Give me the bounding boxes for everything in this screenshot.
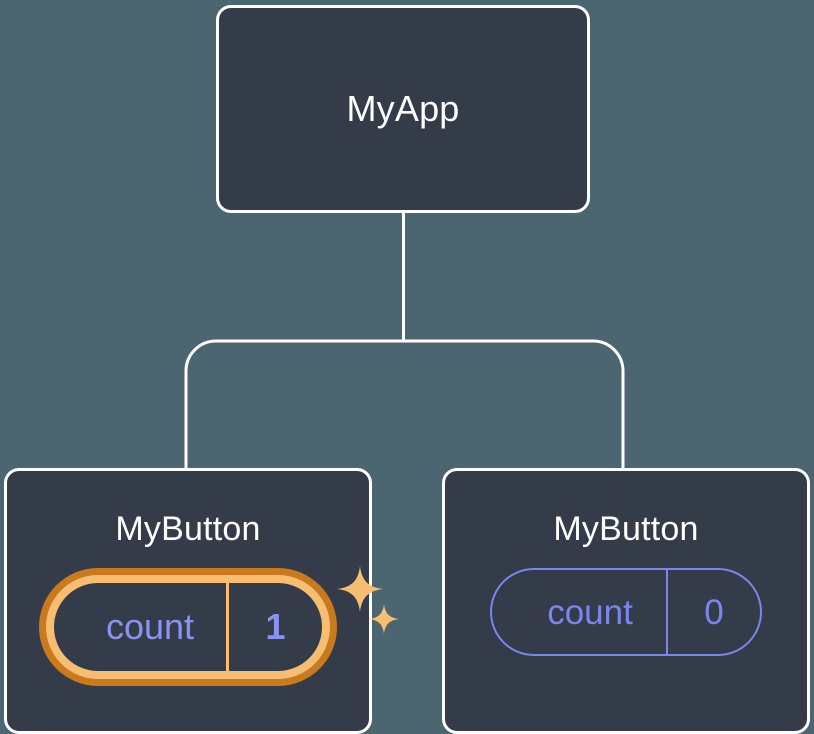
node-card-child-left[interactable]: MyButton count 1 (4, 468, 399, 734)
node-title-child-left: MyButton (115, 510, 261, 548)
state-pill-plain[interactable]: count 0 (490, 568, 762, 656)
state-pill-wrap-right: count 0 (490, 568, 762, 656)
state-pill-highlighted[interactable]: count 1 (39, 568, 337, 686)
state-pill-wrap-left: count 1 (39, 566, 399, 686)
state-key-left: count (105, 606, 195, 647)
sparkle-icon-small (369, 604, 399, 634)
state-value-right: 0 (666, 570, 760, 654)
state-pill-inner: count 1 (46, 575, 330, 679)
connector-branch-left (184, 339, 404, 468)
connector-branch-right (403, 339, 625, 468)
node-card-child-right[interactable]: MyButton count 0 (442, 468, 810, 734)
state-key-right: count (547, 592, 633, 632)
node-title-child-right: MyButton (553, 510, 699, 548)
node-title-root: MyApp (346, 88, 460, 129)
node-card-root[interactable]: MyApp (216, 5, 590, 213)
state-value-left: 1 (226, 583, 322, 671)
sparkle-icon-large (337, 566, 383, 612)
